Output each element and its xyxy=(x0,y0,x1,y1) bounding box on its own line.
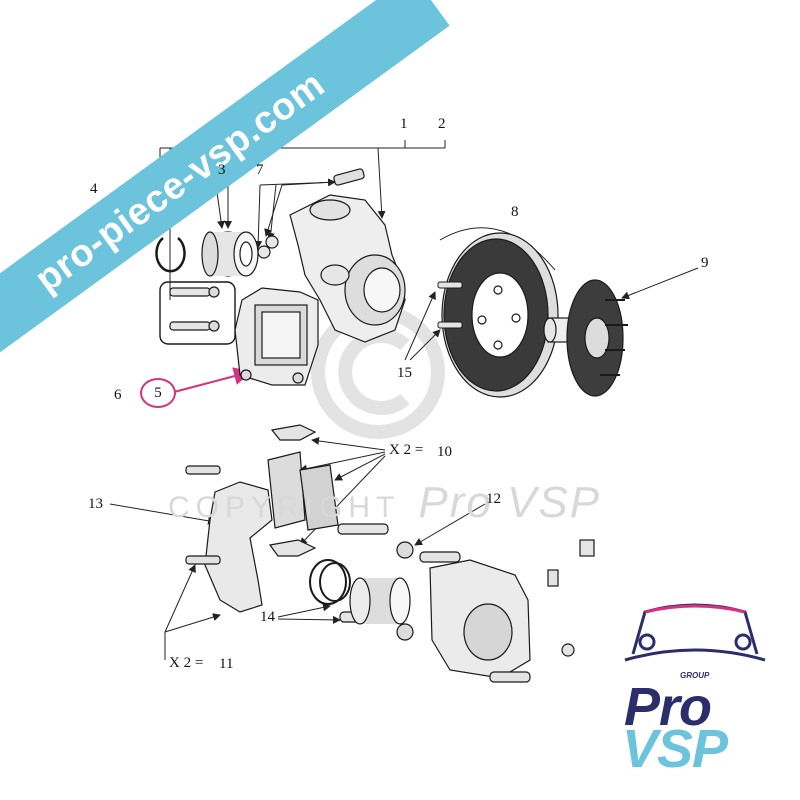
callout-15: 15 xyxy=(397,365,412,381)
brake-disc xyxy=(441,232,559,398)
upper-assembly xyxy=(155,168,406,386)
caliper-body xyxy=(419,551,531,683)
callout-3: 3 xyxy=(218,162,226,178)
wheel-bearing xyxy=(201,231,259,277)
callout-1: 1 xyxy=(400,116,408,132)
steering-knuckle xyxy=(289,194,406,343)
wheel-hub xyxy=(543,279,628,397)
caliper-piston xyxy=(349,577,411,625)
callout-6: 6 xyxy=(114,387,122,403)
callout-7: 7 xyxy=(256,162,264,178)
callout-4: 4 xyxy=(90,181,98,197)
copyright-word: COPYRIGHT xyxy=(168,491,401,524)
callout-2: 2 xyxy=(438,116,446,132)
wheel-studs xyxy=(437,281,463,329)
logo-vsp-text: VSP xyxy=(622,719,728,779)
leader-lines-top xyxy=(109,140,699,660)
callout-5: 5 xyxy=(154,384,162,401)
highlight-arrow xyxy=(173,367,252,393)
caliper-bracket-with-pads xyxy=(234,287,319,386)
callout-9: 9 xyxy=(701,255,709,271)
callout-11-multiplier: X 2 = xyxy=(169,655,204,671)
callout-12: 12 xyxy=(486,491,501,507)
circlip xyxy=(155,237,186,273)
logo-pro-text: Pro xyxy=(624,677,712,737)
callout-14: 14 xyxy=(260,609,275,625)
brake-pads xyxy=(267,451,339,531)
callout-10: 10 xyxy=(437,444,452,460)
piston-seals xyxy=(309,559,351,605)
logo-group-text: GROUP xyxy=(680,671,710,680)
caliper-bolts xyxy=(169,286,220,332)
copyright-brand: Pro VSP xyxy=(418,478,602,527)
callout-11: 11 xyxy=(219,656,234,672)
lower-caliper-assembly xyxy=(185,424,595,683)
provsp-logo-car-outline xyxy=(624,603,766,662)
callout-10-multiplier: X 2 = xyxy=(389,442,424,458)
callout-5-highlight: 5 xyxy=(140,378,176,408)
copyright-watermark: COPYRIGHT Pro VSP xyxy=(168,478,601,528)
callout-8: 8 xyxy=(511,204,519,220)
callout-13: 13 xyxy=(88,496,103,512)
